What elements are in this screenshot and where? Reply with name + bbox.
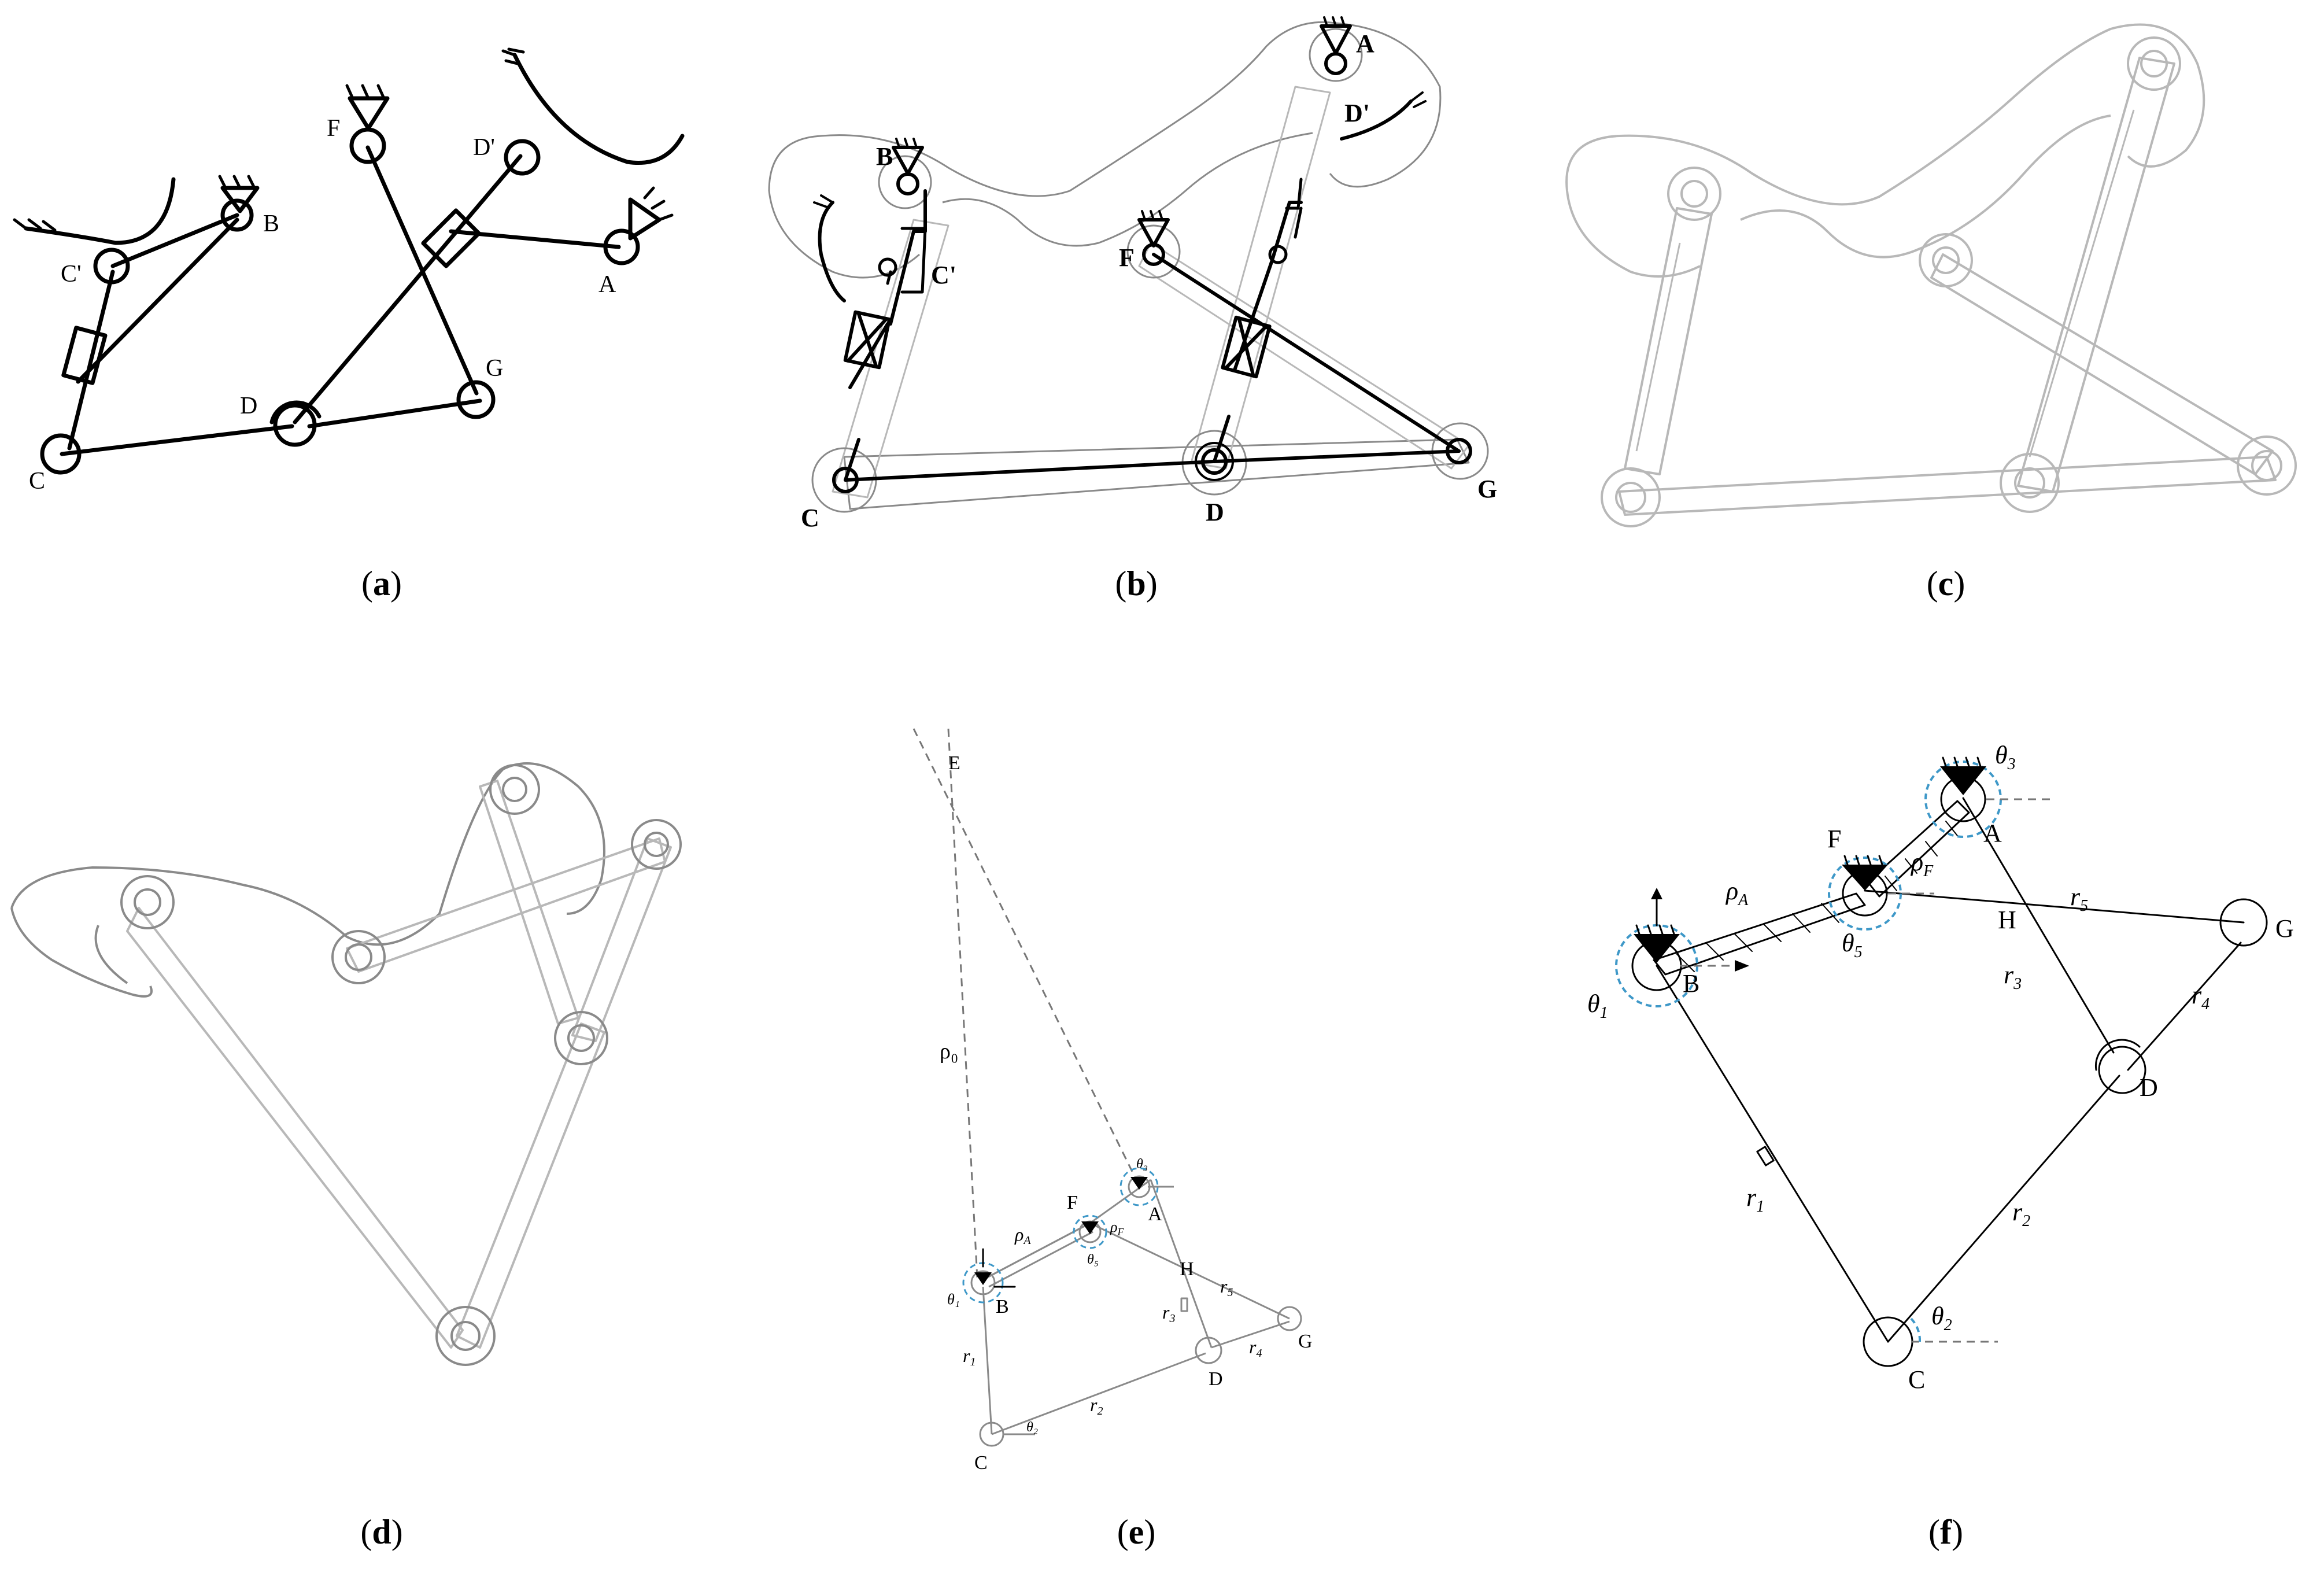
caption-d: (d): [360, 1513, 403, 1551]
label-b: B: [876, 142, 893, 171]
label-theta3: θ3: [1995, 741, 2016, 773]
panel-a-diagram: [13, 47, 685, 475]
label-r4: r4: [1249, 1337, 1262, 1360]
label-g: G: [1298, 1331, 1313, 1352]
label-c: C: [801, 504, 819, 532]
label-rho-f: ρF: [1110, 1219, 1124, 1238]
label-r1: r1: [1746, 1183, 1764, 1216]
label-a: A: [1356, 29, 1375, 58]
label-theta2: θ2: [1931, 1302, 1952, 1334]
label-theta2: θ₂: [1026, 1420, 1038, 1435]
label-theta3: θ₃: [1136, 1157, 1148, 1172]
label-f: F: [1067, 1192, 1078, 1213]
label-rho-a: ρA: [1014, 1224, 1031, 1247]
label-e: E: [948, 752, 960, 774]
label-d: D: [2140, 1073, 2158, 1102]
label-d-prime: D': [1344, 99, 1370, 127]
label-g: G: [486, 355, 503, 382]
label-a: A: [1148, 1203, 1162, 1225]
label-c-prime: C': [931, 261, 956, 289]
label-b: B: [996, 1296, 1009, 1317]
label-r1: r1: [963, 1345, 976, 1368]
label-theta1: θ₁: [947, 1291, 960, 1308]
panel-f-labels: θ3 F A ρF ρA r5 H G θ5 B θ1 r3 r4 D r1 r…: [1587, 741, 2294, 1394]
label-theta5: θ₅: [1087, 1252, 1099, 1267]
caption-a: (a): [361, 564, 402, 603]
label-f: F: [1119, 243, 1135, 272]
label-r5: r5: [2070, 883, 2088, 915]
label-d-prime: D': [473, 134, 495, 161]
panel-b-diagram: [768, 16, 1489, 513]
panel-e-labels: E ρ₀ F A θ₃ ρA ρF θ₁ B θ₅ H r5 r3 G r1 r…: [940, 752, 1313, 1474]
label-rho-f: ρF: [1910, 848, 1934, 880]
label-d: D: [1209, 1368, 1223, 1390]
label-r2: r2: [2012, 1198, 2030, 1230]
panel-a-labels: C' B F D' A G D C: [29, 115, 616, 494]
label-theta5: θ5: [1842, 929, 1863, 961]
panel-b-labels: A D' B F C' C D G: [801, 29, 1497, 532]
label-f: F: [327, 115, 340, 142]
label-rho-a: ρA: [1725, 877, 1749, 909]
caption-e: (e): [1117, 1513, 1156, 1551]
label-f: F: [1827, 825, 1841, 853]
label-a: A: [1983, 819, 2002, 847]
label-c: C: [1908, 1365, 1925, 1394]
label-r5: r5: [1220, 1276, 1233, 1299]
panel-d-diagram: [10, 762, 682, 1366]
label-h: H: [1998, 906, 2016, 934]
caption-b: (b): [1115, 564, 1158, 603]
label-h: H: [1180, 1258, 1194, 1280]
label-r3: r3: [2004, 961, 2022, 993]
label-g: G: [2275, 914, 2294, 943]
label-d: D: [1206, 498, 1224, 526]
label-g: G: [1477, 475, 1497, 503]
label-c: C: [29, 468, 45, 494]
label-b: B: [1683, 969, 1699, 998]
label-r4: r4: [2192, 981, 2210, 1013]
label-c: C: [974, 1452, 988, 1474]
panel-f-diagram: [1615, 756, 2268, 1367]
panel-e-diagram: [912, 728, 1302, 1447]
caption-f: (f): [1928, 1513, 1963, 1551]
label-rho0: ρ₀: [940, 1039, 958, 1064]
label-r3: r3: [1162, 1302, 1175, 1325]
caption-c: (c): [1926, 564, 1965, 603]
label-d: D: [240, 393, 257, 419]
label-r2: r2: [1090, 1394, 1103, 1417]
label-c-prime: C': [61, 261, 82, 287]
label-theta1: θ1: [1587, 990, 1608, 1022]
panel-c-diagram: [1565, 23, 2297, 527]
label-a: A: [598, 271, 616, 298]
label-b: B: [263, 211, 279, 237]
